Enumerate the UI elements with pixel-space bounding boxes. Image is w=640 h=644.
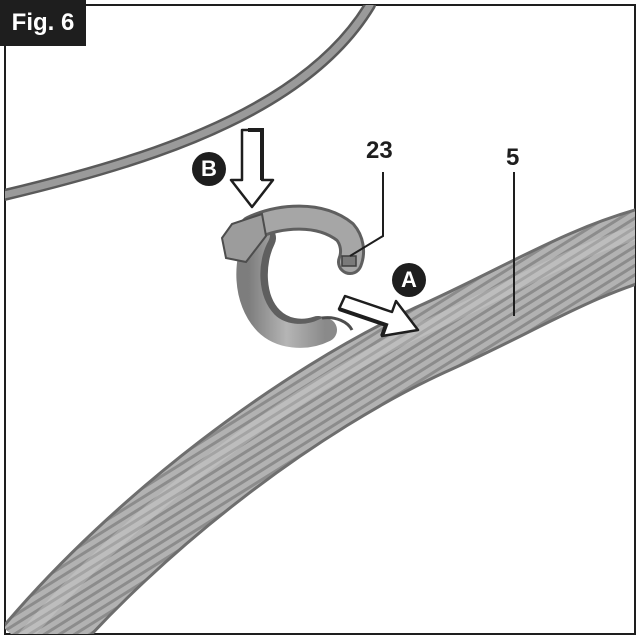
callout-clip-number: 23 [366,137,393,164]
arrow-a [337,294,420,338]
figure-frame [4,4,636,635]
hose-clip [220,204,366,348]
callout-hose-number: 5 [506,144,520,171]
figure-tag: Fig. 6 [0,0,86,46]
suction-hose [5,208,635,634]
step-label-b: B [192,152,226,186]
arrow-b [229,128,275,209]
step-label-a: A [392,263,426,297]
clip-leader-line [349,172,384,257]
